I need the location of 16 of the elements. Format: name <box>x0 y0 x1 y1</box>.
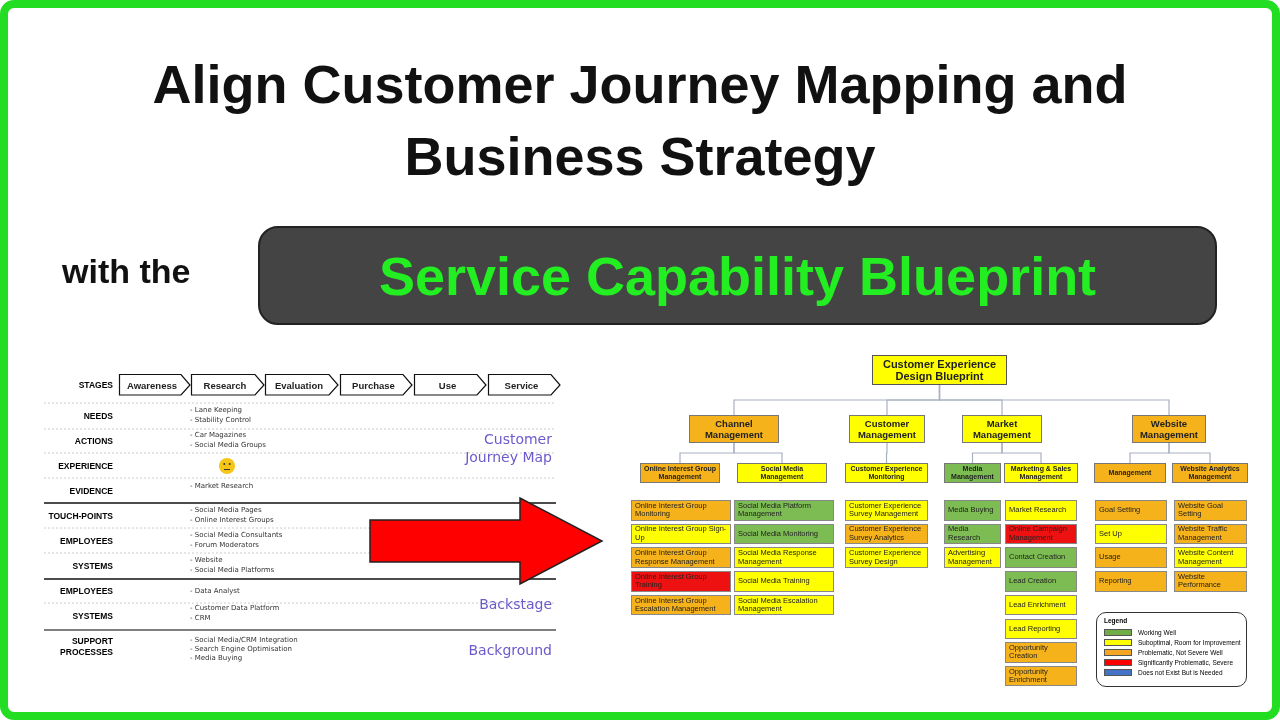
row-heading: NEEDS <box>82 411 113 421</box>
section-title: Backstage <box>478 595 552 613</box>
section-title: Customer Journey Map <box>463 430 552 466</box>
row-heading: SUPPORT PROCESSES <box>59 636 113 658</box>
section-title: Background <box>467 641 552 659</box>
row-heading: EXPERIENCE <box>57 461 113 471</box>
title: Align Customer Journey Mapping and Business Strategy <box>151 53 1129 188</box>
row-heading: ACTIONS <box>73 436 113 446</box>
row-heading: TOUCH-POINTS <box>47 511 113 521</box>
row-heading: EMPLOYEES <box>59 536 113 546</box>
row-heading: SYSTEMS <box>71 561 113 571</box>
row-heading: EVIDENCE <box>68 486 113 496</box>
row-heading: STAGES <box>77 380 113 390</box>
row-heading: SYSTEMS <box>71 611 113 621</box>
row-heading: EMPLOYEES <box>59 586 113 596</box>
subtitle-text: with the <box>62 252 191 291</box>
